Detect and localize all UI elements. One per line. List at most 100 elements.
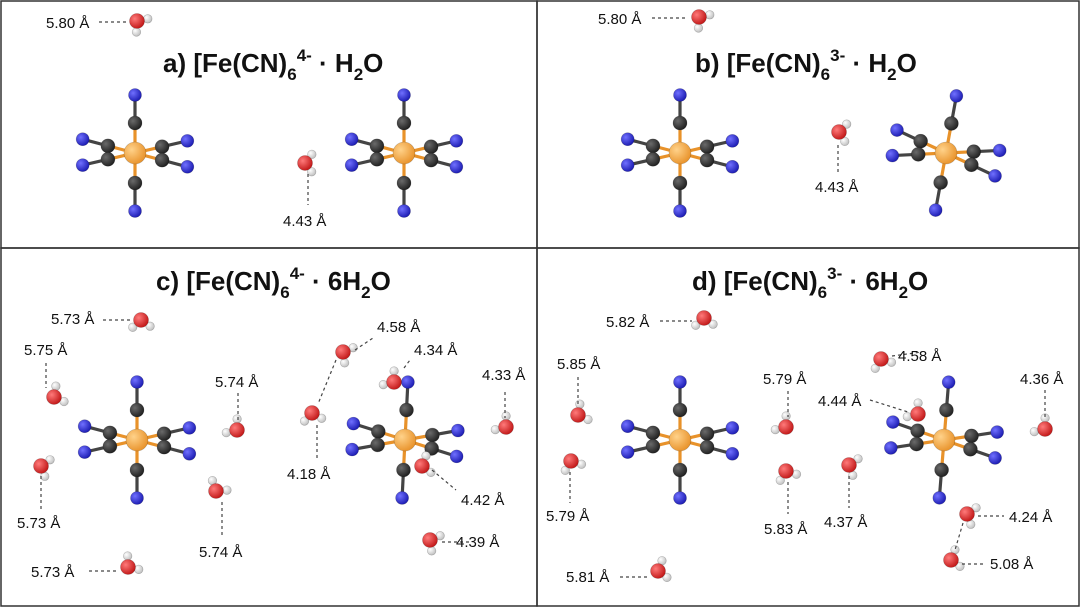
ferricyanide-complex-b1: [620, 88, 740, 218]
oxygen-atom: [943, 552, 959, 568]
water-molecule-b2: [831, 119, 852, 146]
hydrogen-atom: [842, 119, 852, 129]
carbon-atom: [966, 144, 982, 159]
carbon-atom: [933, 175, 948, 190]
carbon-atom: [423, 139, 439, 155]
carbon-atom: [396, 175, 412, 191]
ferricyanide-complex-d2: [884, 375, 1004, 505]
water-molecule-b1: [691, 9, 715, 33]
hydrogen-atom: [913, 398, 923, 408]
oxygen-atom: [304, 405, 320, 421]
nitrogen-atom: [941, 375, 956, 389]
iron-atom: [125, 428, 149, 452]
panel-b-title: b) [Fe(CN)63- · H2O: [695, 46, 917, 84]
distance-label-d: 4.58 Å: [898, 348, 941, 365]
nitrogen-atom: [395, 491, 409, 505]
distance-label-d: 4.44 Å: [818, 393, 861, 410]
nitrogen-atom: [949, 89, 964, 103]
distance-label-c: 5.74 Å: [215, 374, 258, 391]
nitrogen-atom: [673, 491, 687, 505]
oxygen-atom: [335, 344, 351, 360]
carbon-atom: [369, 151, 385, 167]
distance-label-c: 5.73 Å: [17, 515, 60, 532]
distance-labels: 5.80 Å4.43 Å5.80 Å4.43 Å5.73 Å5.75 Å5.74…: [17, 11, 1063, 586]
distance-label-d: 5.08 Å: [990, 556, 1033, 573]
oxygen-atom: [841, 457, 857, 473]
distance-label-c: 5.73 Å: [51, 311, 94, 328]
nitrogen-atom: [885, 148, 900, 163]
carbon-atom: [963, 441, 978, 457]
oxygen-atom: [1037, 421, 1053, 437]
nitrogen-atom: [449, 134, 464, 148]
nitrogen-atom: [725, 159, 740, 174]
oxygen-atom: [696, 310, 712, 326]
hydrogen-atom: [708, 319, 718, 329]
ferricyanide-complex-b2: [885, 89, 1007, 217]
nitrogen-atom: [345, 442, 359, 457]
nitrogen-atom: [928, 203, 943, 217]
water-molecule-c10: [414, 451, 436, 477]
water-molecule-c8: [378, 366, 402, 390]
hydrogen-atom: [128, 322, 138, 332]
oxygen-atom: [33, 458, 49, 474]
nitrogen-atom: [451, 423, 465, 438]
panel-a-title: a) [Fe(CN)64- · H2O: [163, 46, 383, 84]
hydrogen-atom: [870, 363, 880, 373]
hydrogen-atom: [45, 455, 55, 465]
oxygen-atom: [778, 419, 794, 435]
distance-label-c: 4.42 Å: [461, 492, 504, 509]
nitrogen-atom: [180, 159, 195, 174]
iron-atom: [392, 141, 416, 165]
distance-label-a: 4.43 Å: [283, 213, 326, 230]
distance-label-d: 4.36 Å: [1020, 371, 1063, 388]
iron-atom: [668, 141, 692, 165]
distance-label-d: 4.37 Å: [824, 514, 867, 531]
distance-label-d: 5.85 Å: [557, 356, 600, 373]
oxygen-atom: [46, 389, 62, 405]
hydrogen-atom: [971, 503, 981, 513]
distance-label-c: 4.39 Å: [456, 534, 499, 551]
nitrogen-atom: [128, 204, 142, 218]
oxygen-atom: [297, 155, 313, 171]
hydrogen-atom: [775, 475, 785, 485]
distance-label-a: 5.80 Å: [46, 15, 89, 32]
nitrogen-atom: [725, 134, 740, 148]
water-molecule-d3: [560, 453, 587, 475]
hydrogen-atom: [317, 413, 327, 423]
carbon-atom: [127, 115, 143, 131]
carbon-atom: [399, 402, 414, 418]
hydrogen-atom: [560, 465, 570, 475]
oxygen-atom: [778, 463, 794, 479]
carbon-atom: [369, 138, 385, 154]
water-molecule-d2: [570, 399, 593, 425]
water-molecule-d7: [870, 351, 897, 373]
carbon-atom: [370, 437, 385, 453]
nitrogen-atom: [77, 445, 92, 459]
distance-label-d: 5.81 Å: [566, 569, 609, 586]
nitrogen-atom: [449, 449, 464, 464]
carbon-atom: [964, 428, 979, 444]
carbon-atom: [699, 439, 715, 455]
nitrogen-atom: [346, 416, 361, 431]
oxygen-atom: [959, 506, 975, 522]
carbon-atom: [423, 152, 439, 168]
oxygen-atom: [129, 13, 145, 29]
water-molecule-c12: [422, 531, 445, 556]
nitrogen-atom: [673, 375, 687, 389]
distance-leader: [354, 337, 374, 351]
nitrogen-atom: [673, 88, 687, 102]
nitrogen-atom: [932, 491, 947, 505]
distance-leader: [431, 469, 457, 491]
carbon-atom: [100, 138, 116, 154]
panel-b-frame: [536, 0, 1080, 249]
nitrogen-atom: [401, 375, 415, 389]
water-molecule-c6: [120, 551, 144, 575]
hydrogen-atom: [781, 411, 791, 421]
distance-label-c: 5.73 Å: [31, 564, 74, 581]
iron-atom: [123, 141, 147, 165]
water-molecule-d4: [770, 411, 794, 435]
carbon-atom: [672, 115, 688, 131]
carbon-atom: [425, 427, 440, 443]
distance-leader: [317, 359, 337, 405]
